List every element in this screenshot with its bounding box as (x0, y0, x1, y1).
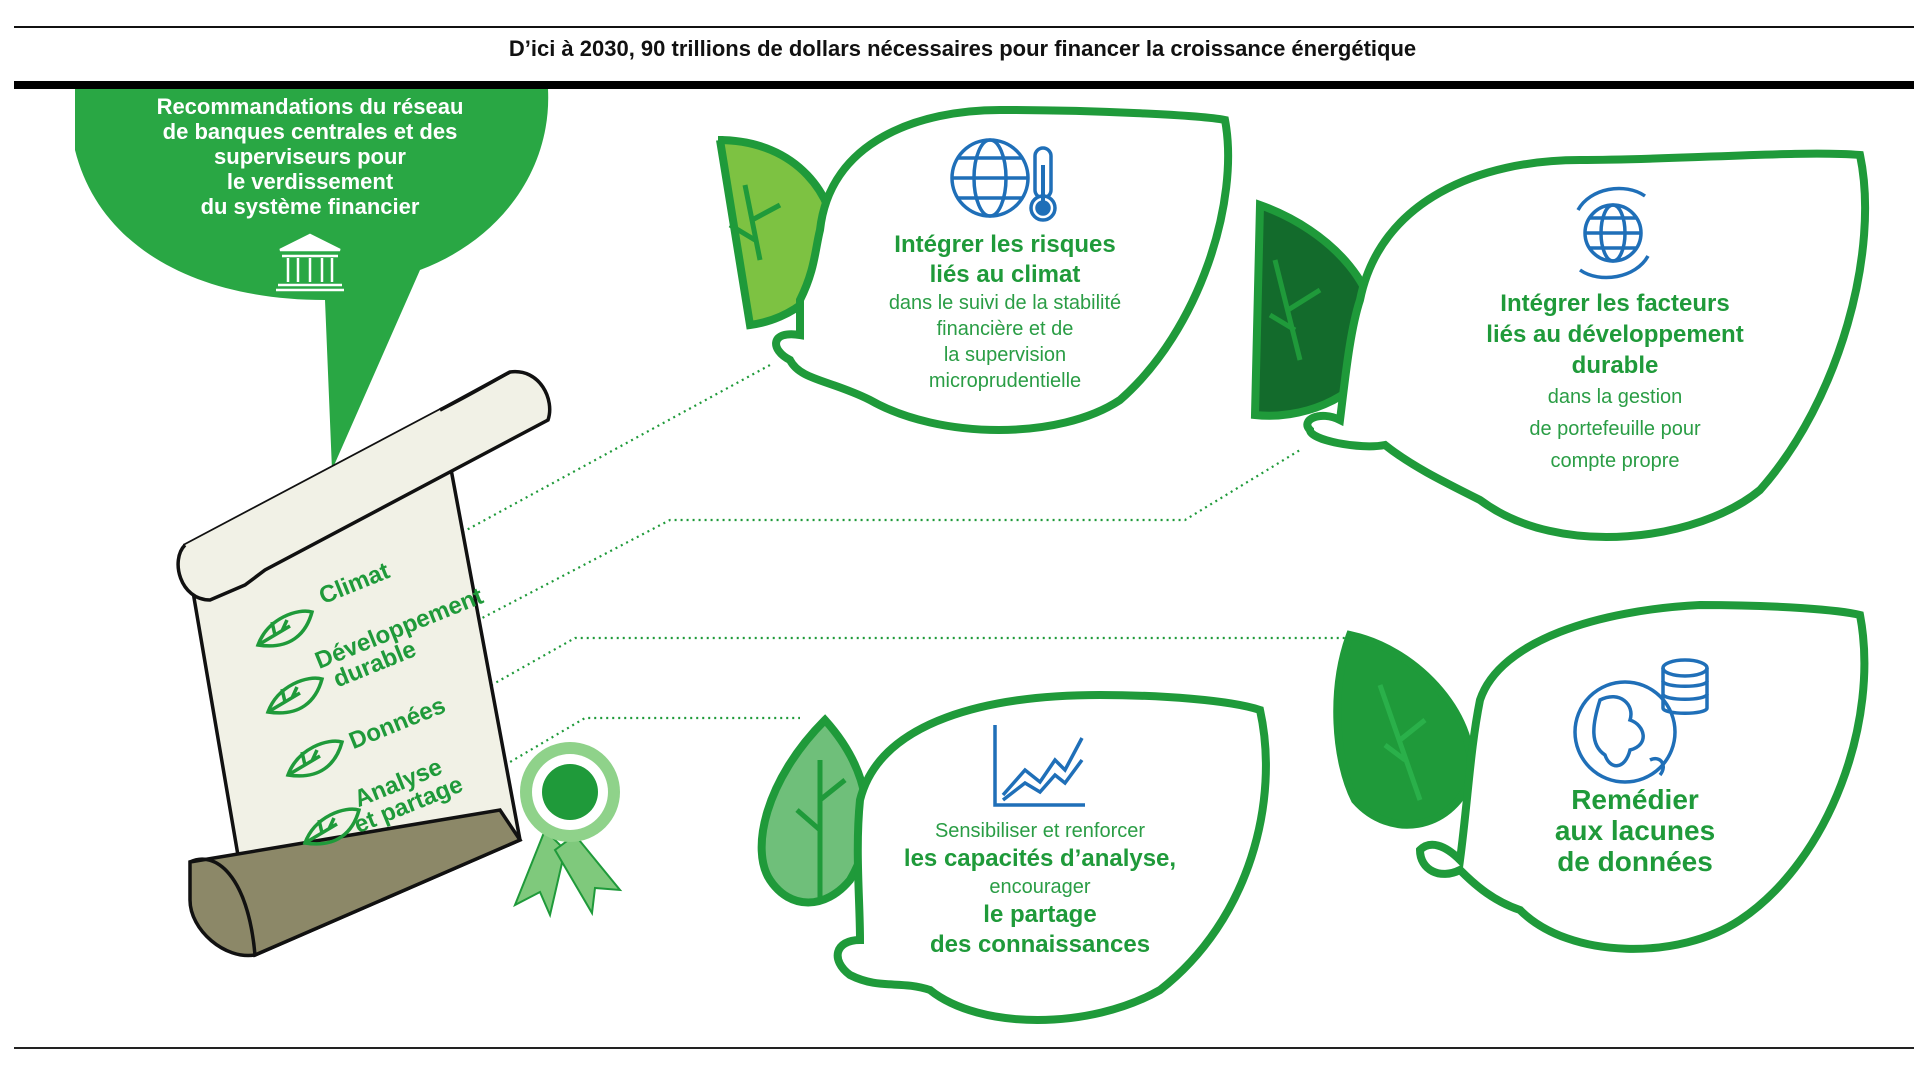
scroll-document (176, 370, 552, 958)
rosette-seal (513, 742, 623, 919)
card-body: la supervision (943, 344, 1067, 366)
card-title: liés au développement (1486, 321, 1744, 348)
card-title: Remédier (1571, 784, 1699, 815)
leaf-icon (255, 609, 315, 648)
card-donnees-text: Remédier aux lacunes de données (1510, 784, 1760, 877)
card-analyse-shape (757, 690, 1270, 1024)
card-body: dans la gestion (1547, 386, 1683, 408)
card-title: de données (1557, 846, 1713, 877)
card-climat-text: Intégrer les risques liés au climat dans… (860, 230, 1150, 394)
bottom-rule (14, 1047, 1914, 1049)
card-title: liés au climat (929, 261, 1081, 288)
card-body: encourager (989, 876, 1091, 898)
card-title: durable (1571, 352, 1659, 379)
globe-database-icon (1573, 658, 1709, 784)
card-developpement-text: Intégrer les facteurs liés au développem… (1455, 288, 1775, 477)
card-climat-shape (716, 105, 1232, 434)
globe-cycle-icon (1576, 186, 1650, 280)
recommendations-bubble (75, 89, 549, 470)
card-donnees-shape (1333, 600, 1869, 953)
leaf-icon (302, 807, 362, 846)
line-chart-icon (993, 725, 1085, 807)
bank-building-icon (276, 233, 344, 292)
card-body: Sensibiliser et renforcer (934, 820, 1146, 842)
card-body: compte propre (1550, 450, 1680, 472)
bubble-line: superviseurs pour (214, 144, 406, 169)
card-title: le partage (983, 901, 1097, 928)
card-body: financière et de (936, 318, 1074, 340)
leaf-icon (265, 676, 325, 715)
bubble-line: de banques centrales et des (162, 119, 458, 144)
top-rule (14, 26, 1914, 28)
bubble-line: du système financier (200, 194, 420, 219)
card-analyse-text: Sensibiliser et renforcer les capacités … (880, 818, 1200, 960)
card-body: microprudentielle (928, 370, 1082, 392)
globe-thermometer-icon (950, 138, 1057, 222)
card-title: les capacités d’analyse, (903, 845, 1177, 872)
card-body: de portefeuille pour (1529, 418, 1701, 440)
card-title: Intégrer les facteurs (1500, 290, 1730, 317)
bubble-line: Recommandations du réseau (156, 94, 464, 119)
leaf-icon (285, 739, 345, 778)
card-title: aux lacunes (1554, 815, 1716, 846)
bubble-title: Recommandations du réseau de banques cen… (110, 94, 510, 219)
card-title: Intégrer les risques (894, 231, 1116, 258)
card-developpement-shape (1250, 149, 1870, 541)
card-body: dans le suivi de la stabilité (888, 292, 1122, 314)
card-title: des connaissances (929, 931, 1151, 958)
connector-lines (414, 364, 1350, 766)
headline: D’ici à 2030, 90 trillions de dollars né… (508, 36, 1417, 61)
thick-rule (14, 81, 1914, 89)
bubble-line: le verdissement (226, 169, 394, 194)
